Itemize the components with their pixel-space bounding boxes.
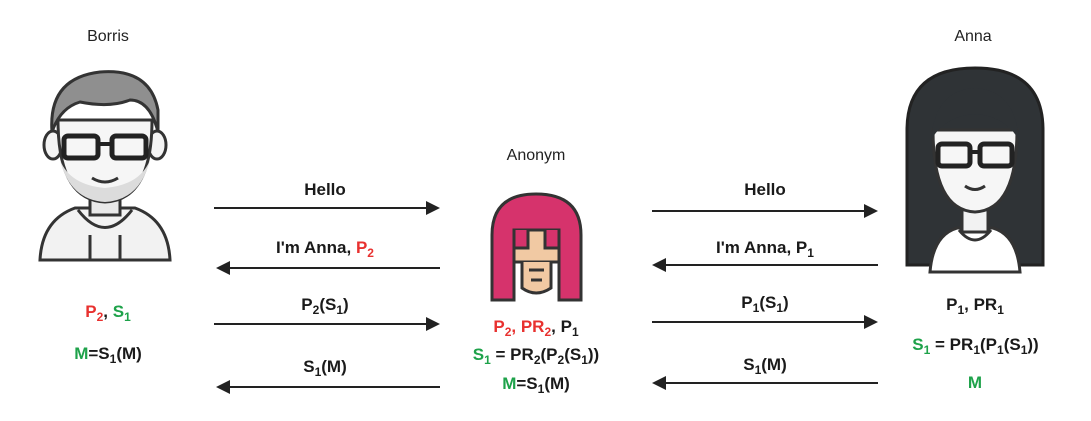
anonym-keys: P2, PR2, P1 — [493, 317, 579, 339]
msg-left-im-anna: I'm Anna, P2 — [276, 238, 374, 260]
arrow-borris-to-anonym-p2s1 — [214, 317, 440, 331]
borris-message: M=S1(M) — [74, 344, 142, 366]
arrow-anonym-to-borris-im-anna — [216, 261, 440, 275]
msg-right-im-anna: I'm Anna, P1 — [716, 238, 814, 260]
anonym-decrypt: S1 = PR2(P2(S1)) — [472, 345, 600, 367]
msg-left-p2s1: P2(S1) — [301, 295, 349, 317]
anna-decrypt: S1 = PR1(P1(S1)) — [912, 335, 1039, 357]
msg-left-hello: Hello — [304, 180, 346, 199]
anna-keys: P1, PR1 — [946, 295, 1004, 317]
arrow-anonym-to-anna-p1s1 — [652, 315, 878, 329]
msg-right-s1m: S1(M) — [743, 355, 787, 377]
anonym-message: M=S1(M) — [502, 374, 570, 396]
borris-avatar-icon — [38, 70, 172, 262]
anna-name: Anna — [954, 28, 992, 45]
borris-keys: P2, S1 — [85, 302, 131, 324]
borris-name: Borris — [87, 28, 129, 45]
arrow-anonym-to-anna-hello — [652, 204, 878, 218]
anna-message: M — [967, 373, 983, 392]
arrow-anna-to-anonym-im-anna — [652, 258, 878, 272]
msg-right-p1s1: P1(S1) — [741, 293, 789, 315]
arrow-anonym-to-borris-s1m — [216, 380, 440, 394]
anonym-name: Anonym — [506, 147, 566, 164]
arrow-borris-to-anonym-hello — [214, 201, 440, 215]
arrow-anna-to-anonym-s1m — [652, 376, 878, 390]
msg-left-s1m: S1(M) — [303, 357, 347, 379]
anna-avatar-icon — [905, 66, 1045, 274]
anonym-helmet-icon — [490, 192, 583, 302]
msg-right-hello: Hello — [744, 180, 786, 199]
